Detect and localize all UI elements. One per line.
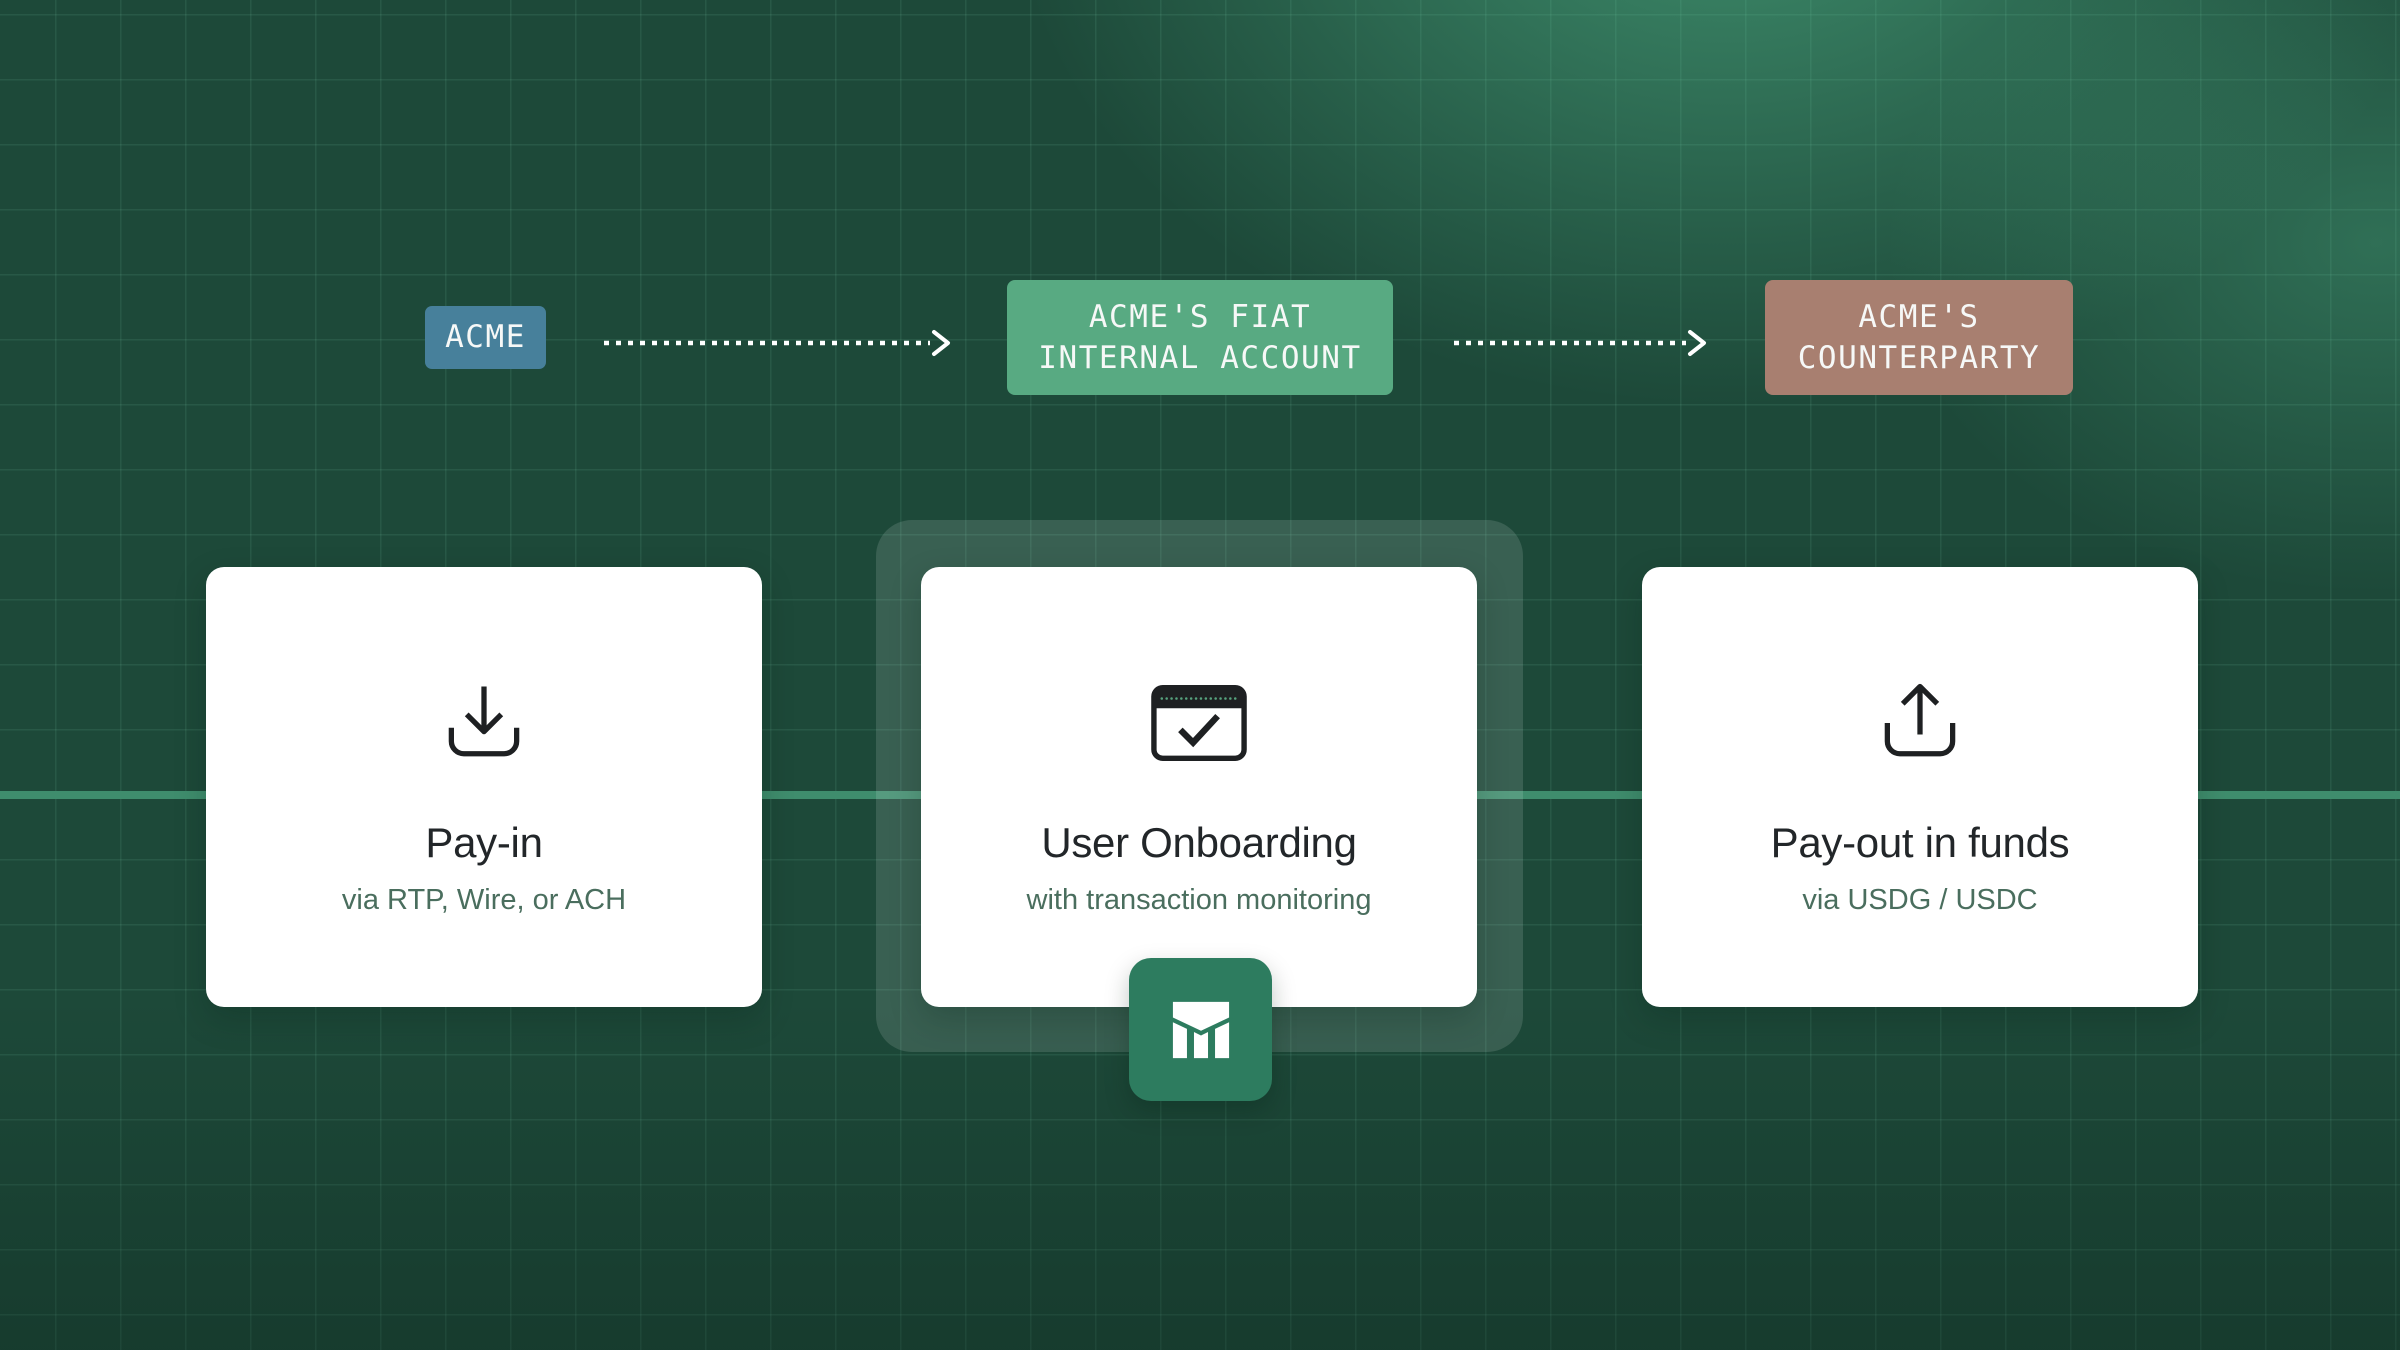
card-pay-in: Pay-in via RTP, Wire, or ACH [206,567,762,1007]
card-pay-out: Pay-out in funds via USDG / USDC [1642,567,2198,1007]
card-user-onboarding: User Onboarding with transaction monitor… [921,567,1477,1007]
download-tray-icon [206,675,762,771]
dotted-arrow-icon [1454,330,1706,356]
card-subtitle: with transaction monitoring [1026,884,1372,916]
flow-node-acme: ACME [425,306,546,369]
window-check-icon [921,675,1477,771]
m-logo [1172,1001,1229,1058]
flow-node-counterparty: ACME'S COUNTERPARTY [1765,280,2073,395]
brand-logo-badge [1129,958,1272,1101]
flow-node-fiat-internal-account: ACME'S FIAT INTERNAL ACCOUNT [1007,280,1393,395]
upload-tray-icon [1642,675,2198,771]
card-subtitle: via USDG / USDC [1802,884,2038,916]
card-subtitle: via RTP, Wire, or ACH [341,884,627,916]
card-title: Pay-out in funds [1770,819,2070,866]
card-title: Pay-in [425,819,543,866]
card-title: User Onboarding [1041,819,1357,866]
dotted-arrow-icon [604,330,950,356]
